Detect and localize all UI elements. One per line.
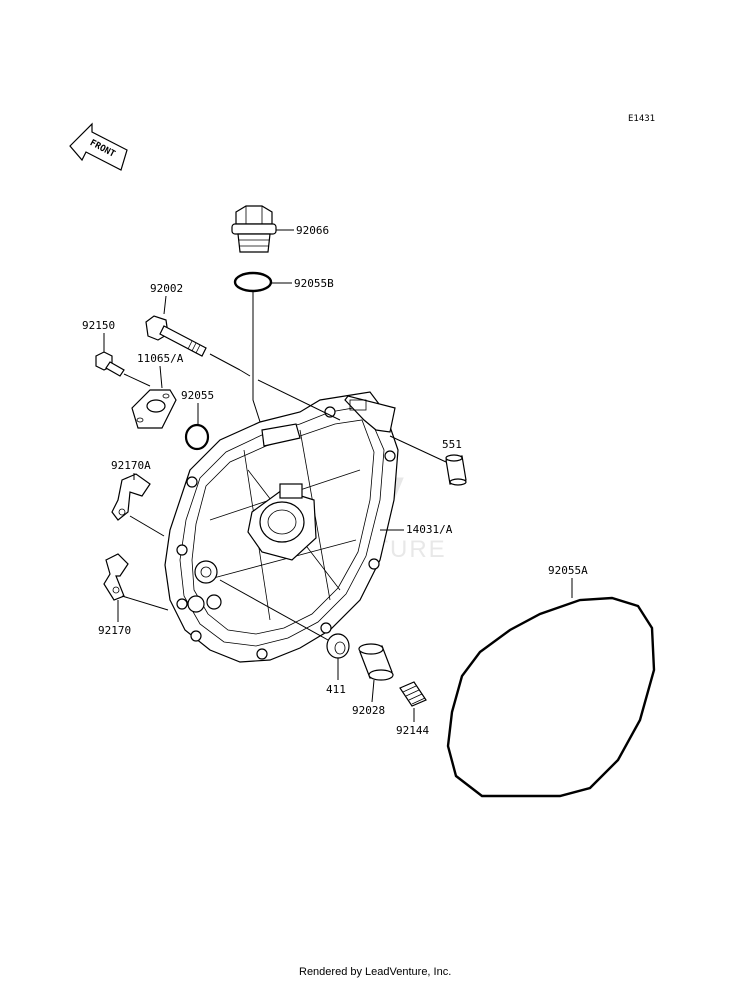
dowel-551[interactable] (445, 454, 467, 486)
cap-11065a[interactable] (131, 389, 177, 429)
clamp-92170a[interactable] (111, 473, 151, 521)
reference-code: E1431 (628, 114, 655, 124)
bolt-92002[interactable] (145, 315, 241, 371)
label-92055b[interactable]: 92055B (294, 277, 334, 290)
gasket-92055a[interactable] (446, 596, 656, 798)
label-92144[interactable]: 92144 (396, 724, 429, 737)
label-11065a[interactable]: 11065/A (137, 352, 184, 365)
label-411[interactable]: 411 (326, 683, 346, 696)
label-92028[interactable]: 92028 (352, 704, 385, 717)
front-arrow-icon: FRONT (69, 122, 128, 171)
label-92170a[interactable]: 92170A (111, 459, 151, 472)
seal-411[interactable] (326, 633, 350, 659)
label-92055[interactable]: 92055 (181, 389, 214, 402)
o-ring-92055b[interactable] (233, 271, 273, 293)
label-92170[interactable]: 92170 (98, 624, 131, 637)
label-92066[interactable]: 92066 (296, 224, 329, 237)
bush-92028[interactable] (358, 643, 394, 681)
label-92150[interactable]: 92150 (82, 319, 115, 332)
clutch-cover-14031a[interactable] (164, 391, 399, 663)
label-92002[interactable]: 92002 (150, 282, 183, 295)
clamp-92170[interactable] (103, 553, 129, 601)
label-92055a[interactable]: 92055A (548, 564, 588, 577)
label-551[interactable]: 551 (442, 438, 462, 451)
bolt-92150[interactable] (95, 351, 125, 377)
o-ring-92055[interactable] (184, 423, 210, 451)
plug-92066[interactable] (231, 205, 294, 253)
footer-credit: Rendered by LeadVenture, Inc. (299, 966, 451, 978)
spring-92144[interactable] (399, 681, 427, 707)
label-14031a[interactable]: 14031/A (406, 523, 453, 536)
